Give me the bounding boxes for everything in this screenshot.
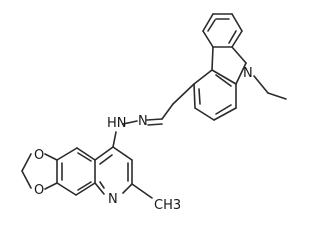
quinoline-pyridine-ring xyxy=(94,146,133,195)
ethyl-group xyxy=(253,75,287,100)
methyl-label: CH3 xyxy=(154,198,181,213)
carbazole-lower-benzene-ring xyxy=(193,69,237,121)
structure-canvas: N N HN O O N CH3 xyxy=(21,13,287,213)
dioxole-oxygen-lower-label: O xyxy=(34,183,44,198)
chemical-structure: N N HN O O N CH3 xyxy=(21,13,287,213)
imine-nitrogen-label: N xyxy=(138,114,148,129)
hydrazone-nh-label: HN xyxy=(107,116,127,131)
methyl-bond xyxy=(131,183,153,199)
quinoline-nitrogen-label: N xyxy=(108,192,118,207)
quinoline-benzo-ring xyxy=(56,147,96,196)
hydrazone-linker xyxy=(112,83,195,148)
dioxole-oxygen-upper-label: O xyxy=(34,148,44,163)
carbazole-pyrrole-ring xyxy=(211,46,247,85)
dioxole-ring xyxy=(21,153,58,190)
carbazole-upper-benzene-ring xyxy=(202,13,243,48)
carbazole-nitrogen-label: N xyxy=(243,66,253,81)
